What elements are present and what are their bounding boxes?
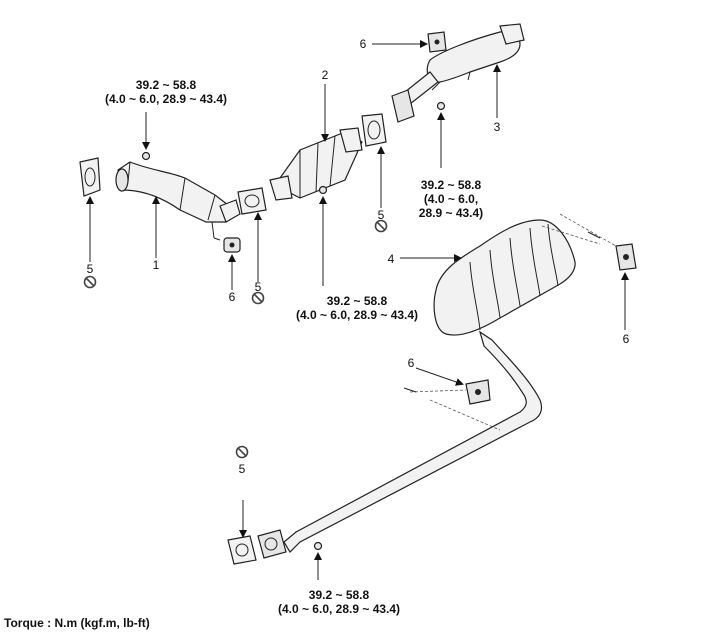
torque-spec-3-line2: (4.0 ~ 6.0, 28.9 ~ 43.4): [295, 308, 419, 322]
no-reuse-icon: [83, 275, 97, 289]
gasket-middle-right: [361, 113, 387, 147]
gasket-bottom: [227, 535, 257, 565]
rubber-hanger-2: [541, 213, 637, 271]
rubber-hanger-1: [223, 237, 241, 253]
nut-2: [318, 185, 328, 195]
callout-6-d: 6: [359, 37, 367, 51]
callout-5-right: 5: [377, 208, 385, 222]
leader-lines: [86, 40, 629, 580]
callout-3: 3: [493, 120, 501, 134]
torque-spec-1-line2: (4.0 ~ 6.0, 28.9 ~ 43.4): [104, 92, 228, 106]
callout-5-left: 5: [86, 262, 94, 276]
no-reuse-icon: [374, 219, 388, 233]
callout-6-b: 6: [622, 332, 630, 346]
callout-6-a: 6: [228, 290, 236, 304]
torque-spec-2-line3: 28.9 ~ 43.4): [418, 206, 484, 220]
torque-spec-1-line1: 39.2 ~ 58.8: [135, 78, 197, 92]
torque-spec-1: 39.2 ~ 58.8 (4.0 ~ 6.0, 28.9 ~ 43.4): [86, 78, 246, 106]
callout-1: 1: [152, 258, 160, 272]
front-pipe-part-1: [115, 161, 241, 241]
nut-3: [436, 101, 446, 111]
rubber-hanger-3: [403, 379, 501, 431]
torque-spec-2-line2: (4.0 ~ 6.0,: [423, 192, 479, 206]
torque-spec-2: 39.2 ~ 58.8 (4.0 ~ 6.0, 28.9 ~ 43.4): [406, 178, 496, 220]
callout-5-bottom: 5: [238, 462, 246, 476]
rubber-hanger-4: [427, 31, 447, 53]
no-reuse-icon: [251, 291, 265, 305]
nut-1: [141, 151, 151, 161]
gasket-left: [79, 157, 101, 197]
catalytic-converter-part-2: [269, 127, 363, 201]
center-muffler-part-3: [391, 23, 525, 123]
torque-spec-3: 39.2 ~ 58.8 (4.0 ~ 6.0, 28.9 ~ 43.4): [282, 294, 432, 322]
torque-unit-note: Torque : N.m (kgf.m, lb-ft): [4, 616, 150, 630]
torque-spec-3-line1: 39.2 ~ 58.8: [326, 294, 388, 308]
callout-4: 4: [387, 252, 395, 266]
torque-spec-2-line1: 39.2 ~ 58.8: [420, 178, 482, 192]
torque-spec-4: 39.2 ~ 58.8 (4.0 ~ 6.0, 28.9 ~ 43.4): [264, 588, 414, 616]
callout-5-mid: 5: [254, 280, 262, 294]
callout-6-c: 6: [407, 356, 415, 370]
gasket-middle-left: [237, 187, 267, 215]
main-muffler-part-4: [257, 219, 576, 559]
no-reuse-icon: [235, 445, 249, 459]
torque-spec-4-line2: (4.0 ~ 6.0, 28.9 ~ 43.4): [277, 602, 401, 616]
callout-2: 2: [321, 68, 329, 82]
torque-spec-4-line1: 39.2 ~ 58.8: [308, 588, 370, 602]
nut-4: [313, 541, 323, 551]
